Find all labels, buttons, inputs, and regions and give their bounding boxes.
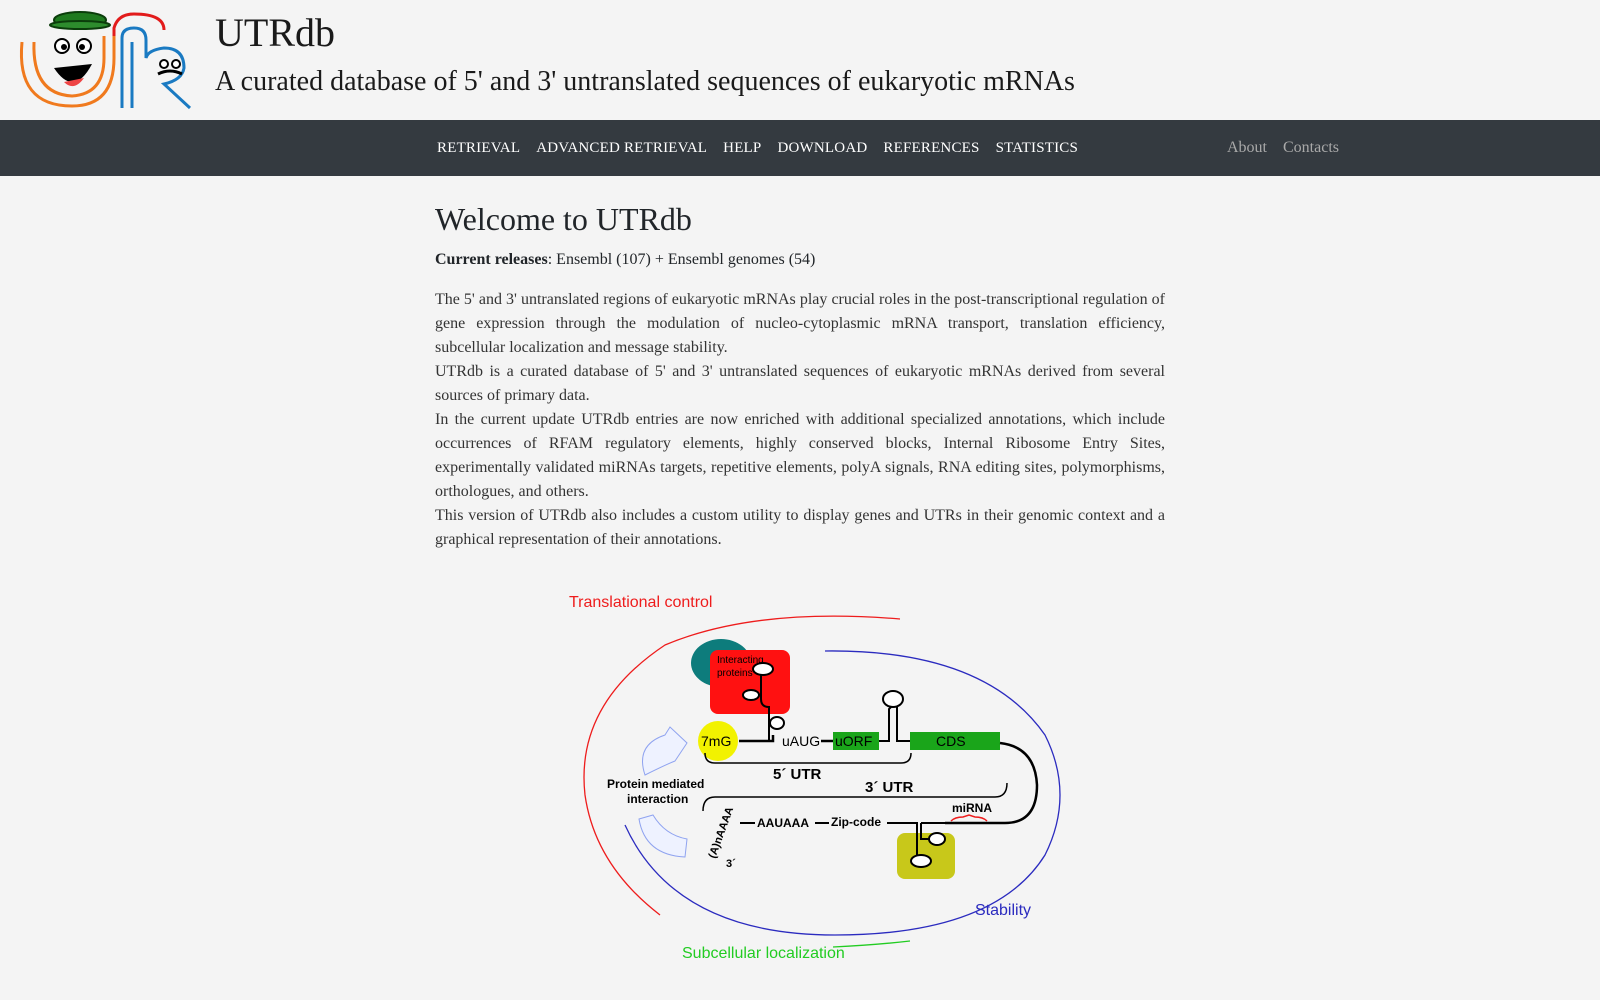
nav-help[interactable]: HELP — [723, 139, 762, 156]
nav-secondary-links: About Contacts — [1227, 120, 1355, 176]
stability-arc — [624, 650, 1061, 936]
zipcode-label: Zip-code — [831, 815, 881, 829]
utr5-label: 5´ UTR — [773, 766, 822, 783]
cap-7mg-label: 7mG — [701, 733, 731, 749]
main-content: Welcome to UTRdb Current releases: Ensem… — [435, 196, 1165, 552]
nav-about[interactable]: About — [1227, 139, 1267, 156]
interaction-arrow-icon — [642, 726, 688, 776]
intro-paragraph: The 5' and 3' untranslated regions of eu… — [435, 291, 1165, 356]
current-releases: Current releases: Ensembl (107) + Ensemb… — [435, 248, 1165, 272]
uorf-box — [833, 732, 879, 750]
nav-references[interactable]: REFERENCES — [883, 139, 980, 156]
stability-label: Stability — [975, 902, 1031, 919]
mirna-bracket — [950, 814, 988, 822]
interacting-proteins-label: proteins — [717, 668, 753, 679]
site-subtitle: A curated database of 5' and 3' untransl… — [215, 66, 1075, 97]
nav-statistics[interactable]: STATISTICS — [995, 139, 1079, 156]
uorf-label: uORF — [835, 733, 872, 749]
protein-mediated-label: Protein mediated — [607, 777, 704, 791]
utrdb-logo[interactable] — [14, 8, 196, 112]
cds-box — [910, 732, 1000, 750]
subcellular-label: Subcellular localization — [682, 945, 845, 962]
nav-retrieval[interactable]: RETRIEVAL — [437, 139, 521, 156]
main-navbar: RETRIEVAL ADVANCED RETRIEVAL HELP DOWNLO… — [0, 120, 1600, 176]
intro-paragraph: This version of UTRdb also includes a cu… — [435, 507, 1165, 548]
site-title: UTRdb — [215, 10, 335, 55]
page-title: Welcome to UTRdb — [435, 201, 692, 237]
releases-label: Current releases — [435, 251, 548, 268]
polya-signal-label: AAUAAA — [757, 816, 809, 830]
utr3-label: 3´ UTR — [865, 779, 914, 796]
nav-download[interactable]: DOWNLOAD — [777, 139, 868, 156]
translational-control-arc — [583, 615, 901, 916]
mirna-label: miRNA — [952, 801, 992, 815]
site-header: UTRdb A curated database of 5' and 3' un… — [0, 0, 1600, 120]
intro-text: The 5' and 3' untranslated regions of eu… — [435, 288, 1165, 552]
interaction-arrow-icon — [638, 814, 688, 858]
subcellular-arc — [832, 940, 911, 948]
utr-function-diagram: Translational control Stability Subcellu… — [569, 595, 1061, 962]
uaug-label: uAUG — [782, 733, 820, 749]
protein-mediated-label: interaction — [627, 792, 688, 806]
polya-tail-label: (A)nAAAA — [707, 805, 737, 860]
intro-paragraph: UTRdb is a curated database of 5' and 3'… — [435, 363, 1165, 404]
intro-paragraph: In the current update UTRdb entries are … — [435, 411, 1165, 500]
cap-7mg-shape — [698, 721, 738, 761]
nav-advanced-retrieval[interactable]: ADVANCED RETRIEVAL — [536, 139, 708, 156]
interacting-proteins-label: Interacting — [717, 655, 764, 666]
three-prime-end-label: 3´ — [726, 858, 736, 870]
translational-control-label: Translational control — [569, 595, 712, 611]
cds-label: CDS — [936, 733, 966, 749]
releases-value: : Ensembl (107) + Ensembl genomes (54) — [547, 251, 816, 268]
nav-contacts[interactable]: Contacts — [1283, 139, 1339, 156]
nav-main-links: RETRIEVAL ADVANCED RETRIEVAL HELP DOWNLO… — [437, 120, 1094, 176]
